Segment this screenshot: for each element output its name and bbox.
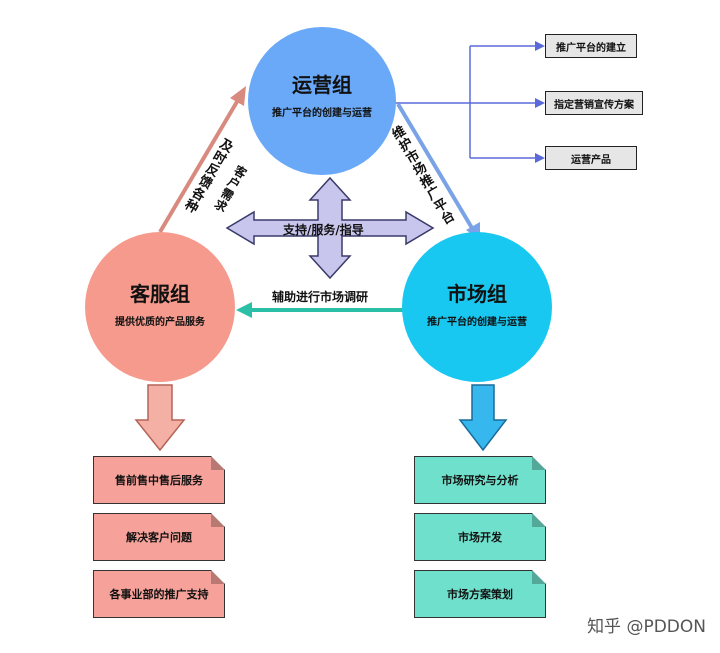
four-way-arrow: [225, 176, 435, 280]
branch-arrowhead: [535, 41, 545, 51]
ops-branch-box: 指定营销宣传方案: [545, 91, 643, 115]
service-task-note: 各事业部的推广支持: [93, 570, 225, 618]
ops-branch-label: 指定营销宣传方案: [554, 99, 634, 111]
ops-to-market-arrow: [396, 102, 474, 230]
service-task-label: 解决客户问题: [126, 531, 192, 544]
service-to-ops-arrowhead: [230, 86, 246, 106]
market-title: 市场组: [447, 282, 507, 306]
ops-branch-box: 运营产品: [545, 146, 637, 170]
service-title: 客服组: [130, 282, 190, 306]
ops-branch-label: 运营产品: [571, 154, 611, 166]
market-task-label: 市场研究与分析: [441, 474, 519, 487]
service-task-label: 售前售中售后服务: [115, 474, 203, 487]
market-to-service-arrowhead: [236, 302, 252, 318]
service-circle: 客服组 提供优质的产品服务: [85, 232, 235, 382]
service-subtitle: 提供优质的产品服务: [115, 317, 205, 328]
market-task-label: 市场方案策划: [447, 588, 513, 601]
ops-subtitle: 推广平台的创建与运营: [272, 108, 372, 119]
market-task-note: 市场方案策划: [414, 570, 546, 618]
watermark: 知乎 @PDDON: [587, 617, 706, 637]
branch-arrowhead: [535, 153, 545, 163]
service-task-note: 售前售中售后服务: [93, 456, 225, 504]
ops-branch-box: 推广平台的建立: [545, 34, 637, 58]
ops-branch-lines: [395, 45, 535, 159]
market-circle: 市场组 推广平台的创建与运营: [402, 232, 552, 382]
service-task-note: 解决客户问题: [93, 513, 225, 561]
ops-title: 运营组: [292, 73, 352, 97]
service-task-label: 各事业部的推广支持: [109, 588, 209, 601]
ops-circle: 运营组 推广平台的创建与运营: [248, 27, 396, 175]
market-subtitle: 推广平台的创建与运营: [427, 317, 527, 328]
market-task-label: 市场开发: [458, 531, 502, 544]
market-task-note: 市场研究与分析: [414, 456, 546, 504]
center-arrow-label: 支持/服务/指导: [283, 223, 364, 237]
market-down-arrow: [458, 384, 508, 452]
market-task-note: 市场开发: [414, 513, 546, 561]
service-down-arrow: [134, 384, 186, 452]
market-to-service-label: 辅助进行市场调研: [272, 290, 369, 304]
service-to-ops-arrow: [158, 98, 240, 234]
ops-branch-label: 推广平台的建立: [556, 42, 626, 54]
branch-arrowhead: [535, 98, 545, 108]
